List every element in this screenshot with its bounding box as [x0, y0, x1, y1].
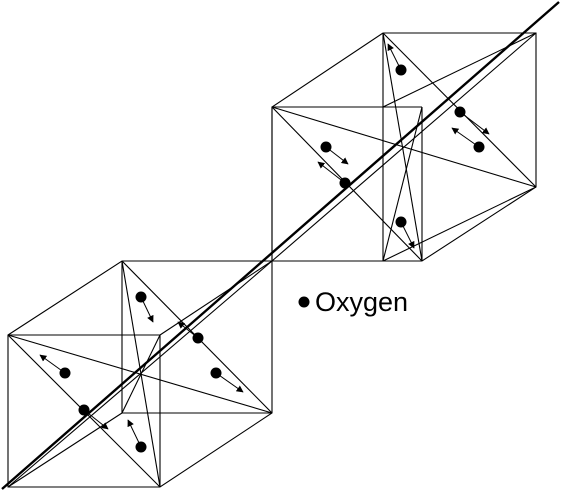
- oxygen-atom: [454, 106, 466, 118]
- oxygen-atom: [339, 177, 351, 189]
- oxygen-atoms: [39, 43, 490, 453]
- upper-octahedron-edge: [382, 106, 423, 262]
- oxygen-atom: [59, 367, 71, 379]
- displacement-arrow: [451, 127, 480, 148]
- lower-octahedron-edge: [7, 260, 273, 488]
- displacement-arrow: [317, 161, 346, 184]
- oxygen-atom: [135, 291, 147, 303]
- legend: Oxygen: [298, 287, 408, 317]
- oxygen-atom: [395, 64, 407, 76]
- legend-oxygen-symbol: [298, 296, 310, 308]
- legend-oxygen-label: Oxygen: [315, 287, 408, 317]
- oxygen-atom: [210, 367, 222, 379]
- displacement-arrow: [215, 372, 244, 393]
- oxygen-atom: [395, 216, 407, 228]
- oxygen-atom: [135, 441, 147, 453]
- upper-cube-edge: [382, 186, 537, 262]
- oxygen-atom: [78, 404, 90, 416]
- lower-cube-edge: [159, 260, 273, 336]
- upper-octahedron-edge: [271, 32, 537, 262]
- oxygen-atom: [473, 141, 485, 153]
- lower-octahedron-edge: [121, 334, 161, 414]
- lower-cube-edge: [7, 412, 123, 488]
- lower-cube: [7, 260, 273, 488]
- oxygen-atom: [320, 141, 332, 153]
- upper-cube: [271, 32, 537, 262]
- displacement-arrow: [459, 111, 490, 135]
- oxygen-atom: [192, 332, 204, 344]
